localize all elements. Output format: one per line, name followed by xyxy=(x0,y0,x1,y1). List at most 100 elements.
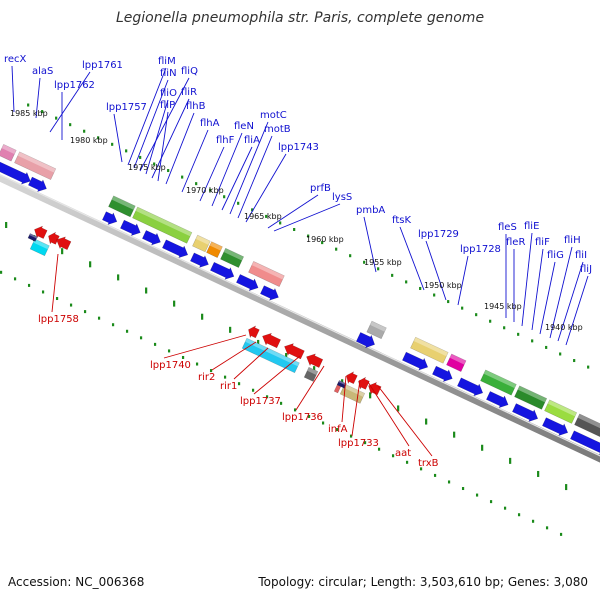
forward-cog-box-shine xyxy=(413,337,449,357)
forward-gene-leader xyxy=(199,146,225,202)
inner-tick-dot xyxy=(293,408,297,412)
scale-label: 1945 kbp xyxy=(484,302,522,311)
scale-tick xyxy=(5,221,8,228)
forward-gene-leader xyxy=(35,77,41,119)
inner-tick-dot xyxy=(0,270,3,274)
outer-tick-dot xyxy=(195,182,198,186)
inner-tick-dot xyxy=(419,467,423,471)
reverse-gene-label: lpp1758 xyxy=(38,314,79,325)
inner-tick-dot xyxy=(251,388,255,392)
reverse-gene-leader xyxy=(341,375,347,423)
forward-gene-leader xyxy=(521,232,533,327)
outer-tick-dot xyxy=(139,155,142,159)
reverse-gene-label: rir1 xyxy=(220,381,237,392)
forward-gene-arrow xyxy=(142,230,161,246)
forward-gene-label: lpp1729 xyxy=(418,229,459,240)
reverse-gene-arrow xyxy=(346,371,358,385)
reverse-cog-box-body xyxy=(303,366,319,382)
reverse-gene-label: aat xyxy=(395,448,411,459)
inner-tick-dot xyxy=(265,395,269,399)
scale-tick xyxy=(285,353,288,360)
inner-tick-dot xyxy=(223,375,227,379)
forward-gene-label: flhF xyxy=(216,135,235,146)
accession-text: Accession: NC_006368 xyxy=(8,575,145,589)
forward-gene-arrow-shape xyxy=(120,219,141,236)
reverse-cog-box-body xyxy=(27,233,38,242)
reverse-cog-box-body xyxy=(241,337,300,374)
inner-tick-dot xyxy=(391,454,395,458)
scale-label: 1980 kbp xyxy=(70,136,108,145)
outer-tick-dot xyxy=(517,332,520,336)
reverse-gene-leader xyxy=(295,365,325,411)
forward-gene-label: ftsK xyxy=(392,215,411,226)
forward-gene-label: lpp1728 xyxy=(460,244,501,255)
reverse-cog-box xyxy=(241,337,300,374)
reverse-gene-label: lpp1733 xyxy=(338,438,379,449)
scale-tick xyxy=(565,484,568,491)
inner-tick-dot xyxy=(83,310,87,314)
outer-tick-dot xyxy=(587,365,590,369)
forward-gene-arrow-shape xyxy=(162,239,189,259)
inner-tick-dot xyxy=(237,382,241,386)
forward-gene-arrow-shape xyxy=(260,285,279,301)
forward-gene-arrow-shape xyxy=(356,332,375,349)
forward-gene-arrow-shape xyxy=(512,403,539,422)
forward-cog-box xyxy=(574,413,600,443)
reverse-gene-arrow xyxy=(48,231,60,245)
forward-gene-leader xyxy=(139,77,190,172)
outer-tick-dot xyxy=(377,267,380,271)
forward-gene-arrow xyxy=(542,417,569,436)
forward-cog-box-body xyxy=(544,399,578,424)
reverse-gene-label: rir2 xyxy=(198,372,215,383)
forward-gene-arrow xyxy=(570,430,600,455)
inner-tick-dot xyxy=(181,355,185,359)
outer-tick-dot xyxy=(321,241,324,245)
forward-cog-box-shine xyxy=(483,369,517,389)
scale-tick xyxy=(89,261,92,268)
forward-gene-label: motC xyxy=(260,110,287,121)
forward-gene-label: lpp1761 xyxy=(82,60,123,71)
forward-gene-leader xyxy=(113,113,123,163)
forward-gene-label: fleR xyxy=(506,237,525,248)
forward-gene-leader xyxy=(181,129,209,193)
inner-tick-dot xyxy=(195,362,199,366)
forward-gene-label: fleS xyxy=(498,222,517,233)
reverse-cog-box xyxy=(303,366,319,382)
forward-cog-box-body xyxy=(248,261,285,287)
forward-gene-arrow xyxy=(0,159,31,185)
inner-tick-dot xyxy=(475,493,479,497)
inner-tick-dot xyxy=(279,401,283,405)
inner-tick-dot xyxy=(503,506,507,510)
forward-gene-label: fliN xyxy=(160,68,177,79)
forward-gene-leader xyxy=(157,111,169,182)
outer-tick-dot xyxy=(209,188,212,192)
forward-gene-leader xyxy=(425,240,447,301)
forward-cog-box xyxy=(544,399,578,424)
reverse-cog-box-body xyxy=(339,383,366,404)
forward-cog-box xyxy=(0,144,17,162)
scale-label: 1975 kbp xyxy=(128,163,166,172)
forward-gene-arrow xyxy=(260,285,279,301)
reverse-cog-box-body xyxy=(29,238,50,257)
forward-gene-arrow-shape xyxy=(402,351,429,371)
forward-cog-box-body xyxy=(132,206,193,244)
outer-tick-dot xyxy=(447,300,450,304)
map-title: Legionella pneumophila str. Paris, compl… xyxy=(115,10,485,26)
reverse-cog-box xyxy=(29,238,50,257)
forward-gene-label: lpp1762 xyxy=(54,80,95,91)
forward-gene-leader xyxy=(211,132,243,207)
forward-cog-box xyxy=(108,195,136,218)
forward-gene-label: flhB xyxy=(186,101,206,112)
outer-tick-dot xyxy=(83,129,86,133)
scale-tick xyxy=(453,431,456,438)
backbone-line xyxy=(0,174,600,463)
outer-tick-dot xyxy=(97,136,100,140)
forward-gene-arrow xyxy=(210,261,235,280)
outer-tick-dot xyxy=(251,208,254,212)
reverse-gene-arrow-shape xyxy=(48,231,60,245)
forward-cog-box-shine xyxy=(370,321,387,332)
forward-gene-leader xyxy=(221,146,253,211)
forward-gene-leader xyxy=(229,121,269,215)
